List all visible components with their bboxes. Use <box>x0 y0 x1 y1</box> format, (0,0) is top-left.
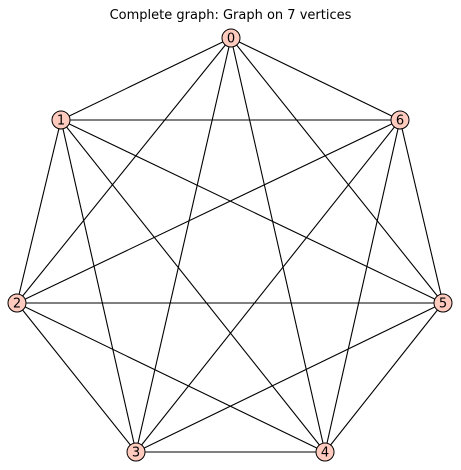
vertex-circle <box>51 110 71 130</box>
edge-1-4 <box>60 119 326 453</box>
edge-3-6 <box>135 119 401 453</box>
edge-layer <box>16 37 444 453</box>
node-layer: 0 1 2 3 4 5 6 <box>7 28 453 462</box>
vertex-label: 1 <box>57 114 65 129</box>
edge-1-5 <box>60 119 444 304</box>
edge-4-5 <box>324 302 444 453</box>
vertex-0: 0 <box>221 28 241 48</box>
vertex-label: 4 <box>321 446 329 461</box>
edge-2-4 <box>16 302 326 453</box>
edge-5-6 <box>399 119 444 304</box>
edge-2-6 <box>16 119 401 304</box>
vertex-6: 6 <box>390 110 410 130</box>
vertex-4: 4 <box>315 442 335 462</box>
vertex-circle <box>315 442 335 462</box>
vertex-label: 6 <box>396 114 404 129</box>
edge-1-3 <box>60 119 137 453</box>
edge-0-4 <box>230 37 326 453</box>
vertex-circle <box>7 293 27 313</box>
vertex-label: 5 <box>439 297 447 312</box>
vertex-1: 1 <box>51 110 71 130</box>
vertex-label: 3 <box>132 446 140 461</box>
edge-0-3 <box>135 37 232 453</box>
vertex-circle <box>221 28 241 48</box>
vertex-label: 0 <box>227 32 235 47</box>
edge-3-5 <box>135 302 444 453</box>
vertex-circle <box>126 442 146 462</box>
vertex-label: 2 <box>13 297 21 312</box>
edge-0-1 <box>60 37 232 121</box>
edge-2-3 <box>16 302 137 453</box>
vertex-5: 5 <box>433 293 453 313</box>
edge-4-6 <box>324 119 401 453</box>
edge-0-5 <box>230 37 444 304</box>
edge-1-2 <box>16 119 62 304</box>
edge-0-6 <box>230 37 401 121</box>
vertex-circle <box>433 293 453 313</box>
vertex-2: 2 <box>7 293 27 313</box>
figure-title: Complete graph: Graph on 7 vertices <box>109 8 352 23</box>
vertex-circle <box>390 110 410 130</box>
edge-0-2 <box>16 37 232 304</box>
vertex-3: 3 <box>126 442 146 462</box>
